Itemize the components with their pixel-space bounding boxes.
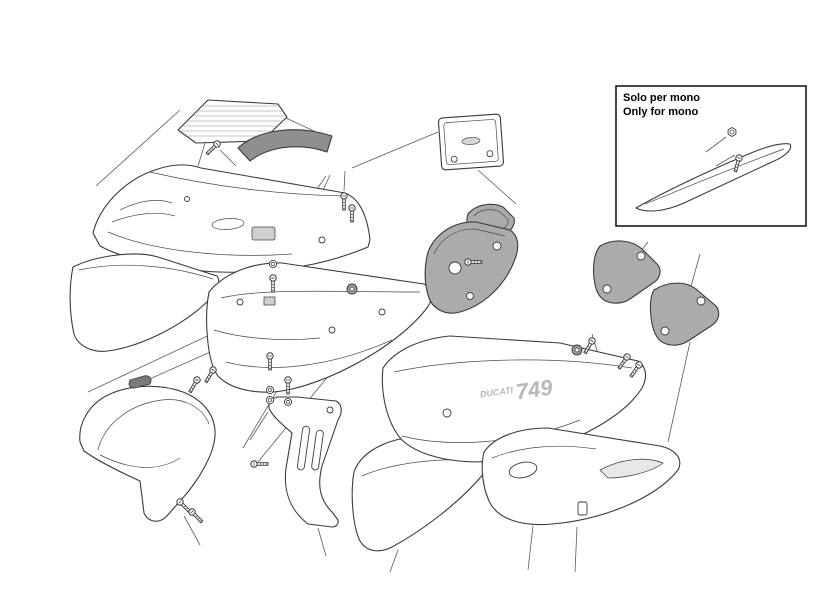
watermark-brand: DUCATI: [479, 385, 514, 400]
belly-pan: [481, 427, 681, 526]
washer-icon: [283, 397, 293, 407]
grommet-icon: [571, 344, 583, 356]
headlight-fairing: [92, 164, 371, 273]
grommet-icon: [346, 283, 358, 295]
inset-title-line2: Only for mono: [623, 106, 698, 118]
watermark-model: 749: [514, 374, 555, 404]
washer-icon: [268, 259, 278, 269]
fasteners: [128, 138, 644, 525]
inner-panel-details: [213, 290, 421, 368]
watermark: DUCATI 749: [479, 374, 555, 404]
washer-icon: [265, 395, 275, 405]
right-lower-fairing: DUCATI 749: [381, 335, 647, 463]
nut-icon: [727, 127, 737, 137]
inset-title-line1: Solo per mono: [623, 92, 700, 104]
clip-icon: [128, 375, 152, 389]
screw-icon: [186, 375, 202, 395]
bolt-icon: [250, 460, 269, 468]
windscreen-trim: [237, 129, 333, 162]
support-bracket: [268, 396, 342, 528]
screw-icon: [202, 365, 218, 385]
mounting-bracket-left: [592, 240, 661, 304]
front-fender: [79, 385, 216, 522]
tool-bag: [437, 113, 505, 171]
screw-icon: [186, 506, 205, 525]
heat-guard-plate: [424, 221, 519, 314]
washer-icon: [265, 385, 275, 395]
belly-pan-deflector: [599, 458, 664, 479]
headlight-fairing-details: [107, 171, 347, 256]
mono-rail-cover: [635, 143, 792, 212]
left-side-panel: [69, 253, 220, 352]
inset-box: Solo per mono Only for mono: [615, 85, 807, 227]
tool-bag-logo: [461, 137, 481, 145]
mounting-bracket-right: [649, 282, 720, 346]
